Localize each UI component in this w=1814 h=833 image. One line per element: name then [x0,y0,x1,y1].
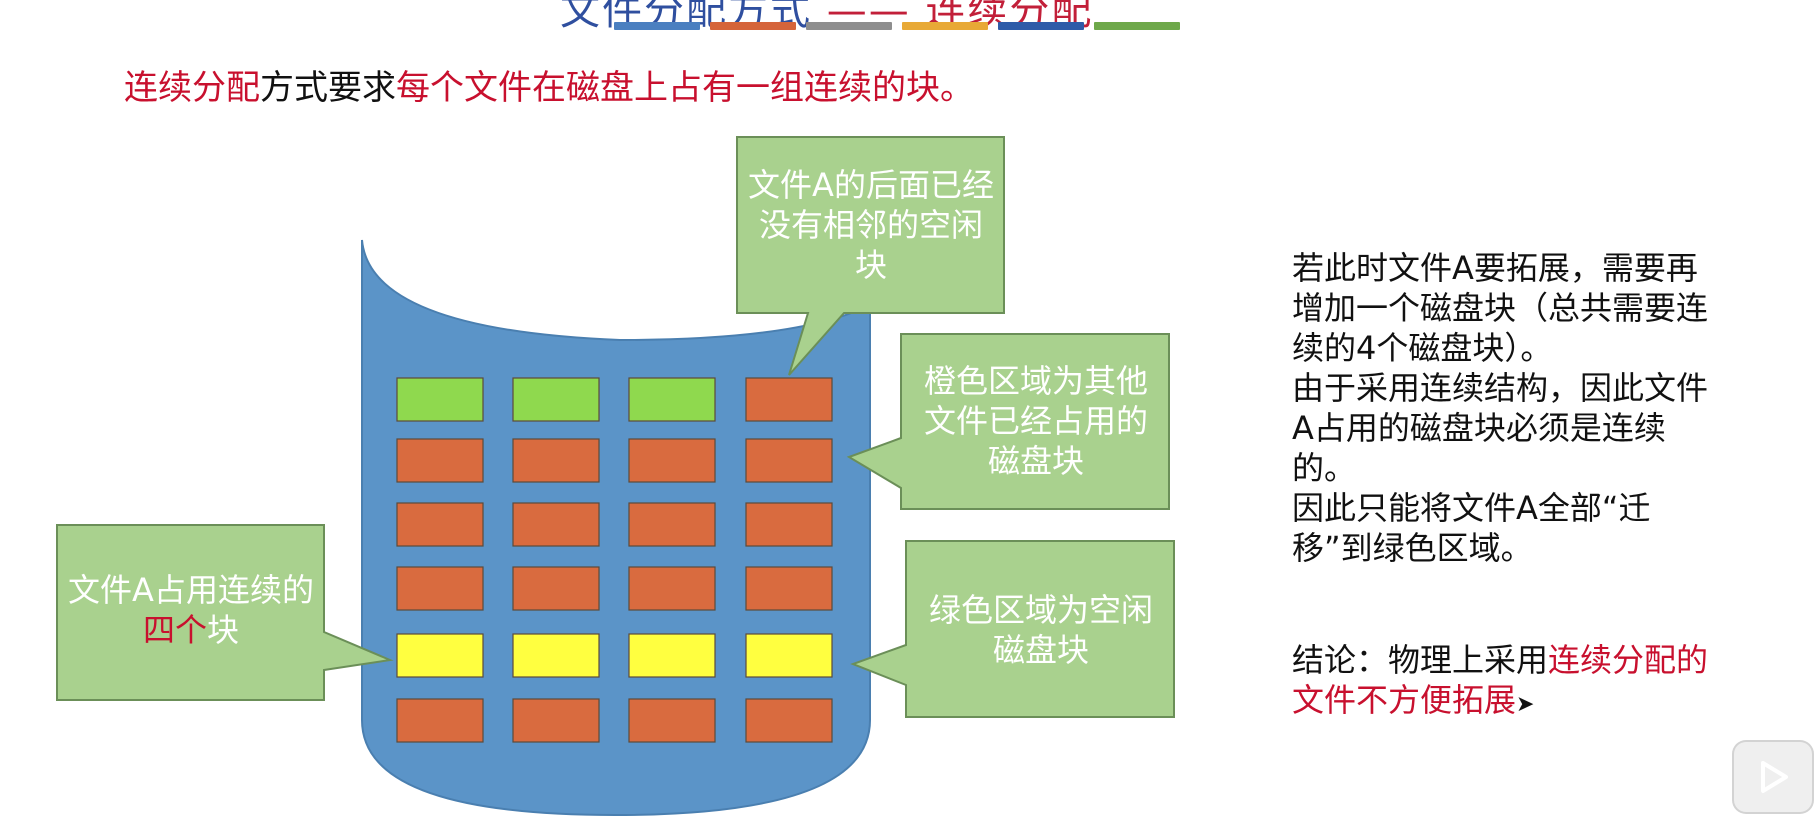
explanation-line3: 因此只能将文件A全部“迁移”到绿色区域。 [1292,489,1651,567]
play-button[interactable] [1732,740,1814,814]
disk-block-occupied-r3c1 [396,502,484,547]
disk-block-occupied-r3c2 [512,502,600,547]
callout-orange-meaning-text: 橙色区域为其他文件已经占用的磁盘块 [923,362,1148,480]
disk-block-file-a-r5c4 [745,633,833,678]
explanation: 若此时文件A要拓展，需要再增加一个磁盘块（总共需要连续的4个磁盘块）。 由于采用… [1292,248,1712,568]
callout-file-a: 文件A占用连续的四个块 [66,540,316,680]
callout-green-meaning-box [850,540,1175,718]
disk-block-occupied-r6c4 [745,698,833,743]
callout-file-a-suffix: 块 [207,611,240,649]
disk-block-occupied-r2c1 [396,438,484,483]
callout-green-meaning: 绿色区域为空闲磁盘块 [920,560,1162,700]
slide-title: 文件分配方式 —— 连续分配 [560,0,1093,36]
title-bar-4 [902,22,988,30]
callout-file-a-prefix: 文件A占用连续的 [68,571,314,609]
disk-block-occupied-r3c4 [745,502,833,547]
disk-block-free-r1c3 [628,377,716,422]
conclusion-highlight: 连续分配的文件不方便拓展 [1292,641,1709,719]
disk-block-occupied-r4c3 [628,566,716,611]
disk-block-occupied-r6c1 [396,698,484,743]
play-icon [1761,761,1788,793]
disk-block-occupied-r4c4 [745,566,833,611]
mouse-cursor-icon: ➤ [1516,692,1535,717]
title-bar-5 [998,22,1084,30]
callout-green-meaning-text: 绿色区域为空闲磁盘块 [928,591,1153,669]
disk-block-file-a-r5c1 [396,633,484,678]
headline-part2: 方式要求 [260,68,396,108]
conclusion-prefix: 结论：物理上采用 [1292,641,1549,679]
disk-block-occupied-r1c4 [745,377,833,422]
disk-block-occupied-r6c3 [628,698,716,743]
title-bar-2 [710,22,796,30]
callout-no-free-after-a-box [736,136,1005,376]
callout-file-a-box [56,524,394,701]
disk-block-occupied-r4c1 [396,566,484,611]
disk-block-free-r1c2 [512,377,600,422]
disk-block-occupied-r2c2 [512,438,600,483]
disk-block-file-a-r5c3 [628,633,716,678]
explanation-line2: 由于采用连续结构，因此文件A占用的磁盘块必须是连续的。 [1292,369,1709,487]
headline: 连续分配方式要求每个文件在磁盘上占有一组连续的块。 [124,60,974,109]
callout-no-free-after-a-text: 文件A的后面已经没有相邻的空闲块 [748,166,994,284]
explanation-line1: 若此时文件A要拓展，需要再增加一个磁盘块（总共需要连续的4个磁盘块）。 [1292,249,1709,367]
callout-no-free-after-a: 文件A的后面已经没有相邻的空闲块 [745,150,997,300]
disk-block-occupied-r2c4 [745,438,833,483]
callout-file-a-highlight: 四个 [142,611,207,649]
block-grid [396,377,833,743]
disk-block-free-r1c1 [396,377,484,422]
disk-block-occupied-r4c2 [512,566,600,611]
disk-block-occupied-r6c2 [512,698,600,743]
title-bar-3 [806,22,892,30]
conclusion: 结论：物理上采用连续分配的文件不方便拓展➤ [1292,640,1712,725]
disk-block-file-a-r5c2 [512,633,600,678]
disk-block-occupied-r2c3 [628,438,716,483]
title-bar-6 [1094,22,1180,30]
headline-part1: 连续分配 [124,68,260,108]
callout-file-a-text: 文件A占用连续的四个块 [66,570,316,650]
callout-orange-meaning: 橙色区域为其他文件已经占用的磁盘块 [915,345,1157,497]
callout-orange-meaning-box [846,333,1170,510]
headline-part3: 每个文件在磁盘上占有一组连续的块。 [396,68,974,108]
disk-cylinder [361,239,871,817]
title-bar-1 [614,22,700,30]
disk-block-occupied-r3c3 [628,502,716,547]
